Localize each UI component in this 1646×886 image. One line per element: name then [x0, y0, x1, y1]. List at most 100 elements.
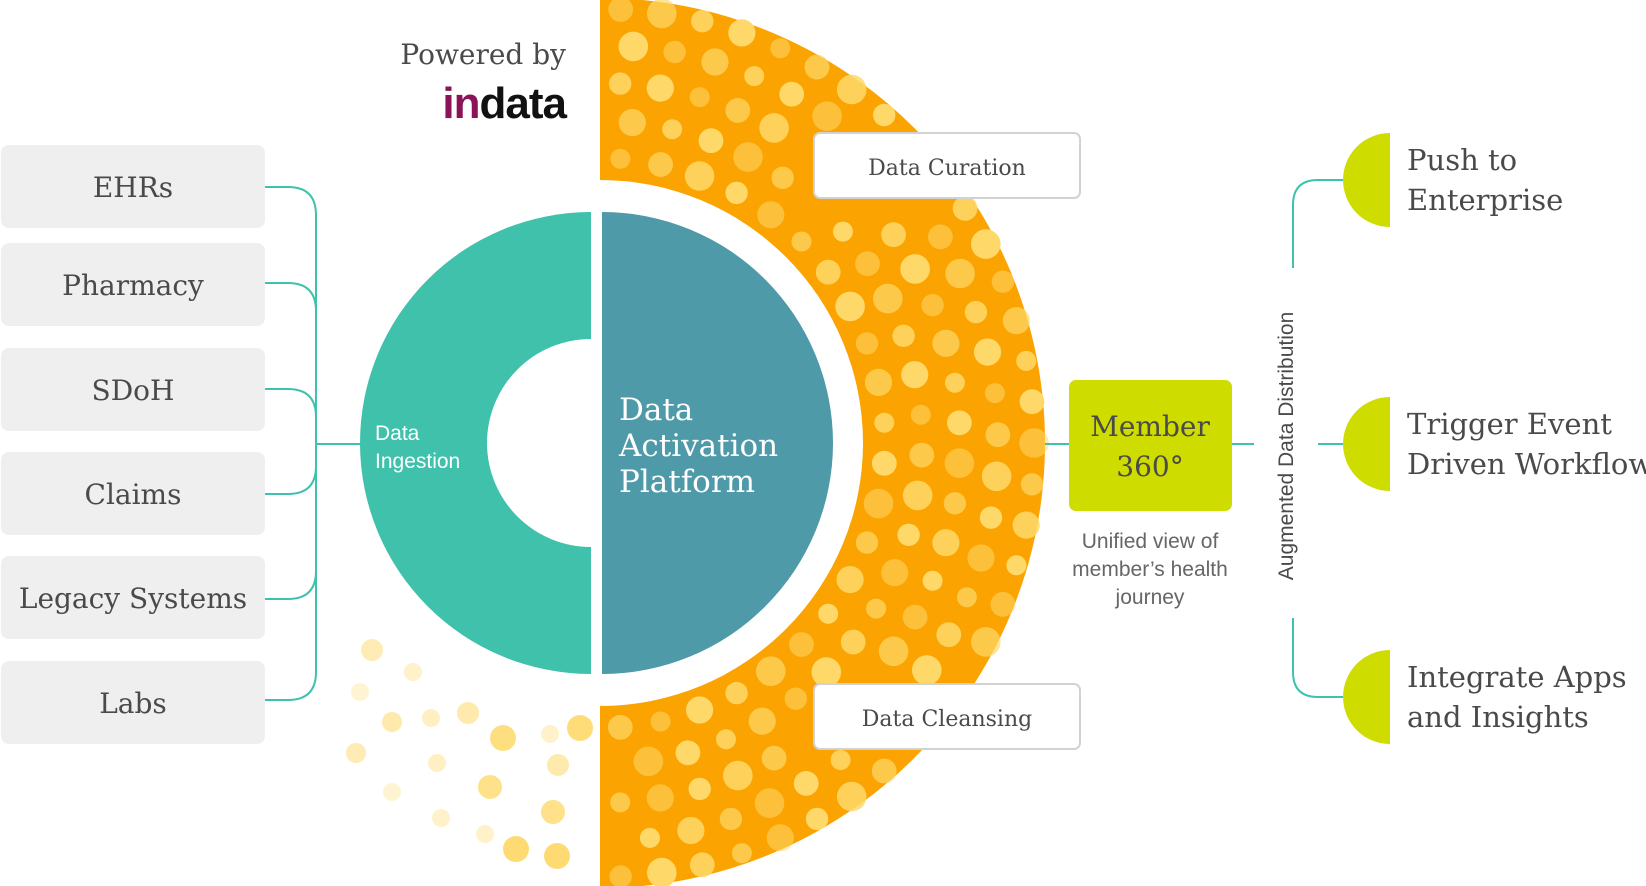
source-label: Claims [85, 478, 182, 511]
ring-dot [811, 657, 842, 687]
ring-dot [878, 636, 909, 667]
ring-dot [874, 412, 895, 433]
ring-dot [944, 372, 965, 393]
member-caption-line3: journey [1115, 586, 1185, 609]
ring-dot [984, 383, 1005, 404]
source-item: Pharmacy [1, 243, 265, 326]
data-ingestion-ring [360, 212, 591, 674]
ring-dot [675, 740, 701, 766]
output-label: Push to [1407, 143, 1517, 177]
ring-dot [725, 681, 748, 705]
distribution-connectors [1292, 179, 1343, 698]
ring-dot [770, 38, 791, 59]
ring-dot [991, 270, 1015, 293]
scatter-dot [544, 843, 570, 869]
source-item: SDoH [1, 348, 265, 431]
ring-dot [922, 570, 943, 591]
output-label: Enterprise [1407, 183, 1563, 217]
scatter-dot [478, 775, 502, 799]
powered-by-logo: Powered by indata [400, 38, 568, 128]
ring-dot [944, 448, 975, 479]
scatter-dot [351, 683, 369, 701]
ring-dot [607, 714, 633, 740]
ring-dot [689, 87, 710, 108]
scatter-dot [404, 663, 422, 681]
ring-dot [723, 760, 753, 791]
ring-dot [805, 807, 829, 831]
ring-dot [663, 40, 686, 64]
scatter-dot [457, 702, 479, 724]
scatter-dot [541, 725, 559, 743]
ring-dot [698, 128, 724, 154]
ring-dot [836, 566, 864, 594]
ring-dot [979, 506, 1003, 529]
ring-dot [964, 300, 988, 324]
ring-dot [971, 229, 1001, 259]
ring-dot [748, 707, 776, 735]
ring-dot [830, 750, 851, 770]
ring-dot [932, 329, 960, 357]
ring-dot [952, 196, 978, 221]
ring-dot [761, 745, 787, 771]
ring-dot [909, 442, 935, 468]
source-box [1, 145, 265, 228]
ingestion-label: Data [375, 422, 420, 445]
ring-dot [791, 231, 812, 252]
ring-dot [1012, 511, 1040, 539]
ring-dot [932, 529, 960, 557]
ring-dot [1019, 389, 1045, 415]
ring-dot [1016, 350, 1037, 371]
ring-dot [912, 655, 942, 685]
ring-dot [863, 488, 894, 519]
scatter-dot [503, 836, 529, 862]
source-connectors [265, 186, 361, 701]
member-label-line2: 360° [1116, 450, 1183, 483]
data-cleansing-label: Data Cleansing [862, 707, 1032, 732]
ring-dot [647, 857, 677, 886]
ring-dot [1020, 473, 1044, 496]
ring-dot [971, 627, 1001, 657]
ring-dot [947, 410, 972, 436]
ring-dot [731, 843, 752, 864]
ring-dot [733, 142, 763, 172]
ring-dot [981, 461, 1012, 492]
ring-dots [607, 0, 1049, 886]
ring-dot [871, 450, 897, 476]
output-half-circle [1343, 133, 1390, 227]
distribution-label: Augmented Data Distribution [1275, 312, 1298, 580]
member-label-line1: Member [1090, 410, 1210, 443]
ring-dot [990, 591, 1016, 617]
output-half-circle [1343, 397, 1390, 491]
scatter-dot [541, 800, 565, 824]
ring-dot [943, 492, 967, 515]
ring-dot [892, 324, 915, 347]
ring-dot [759, 113, 789, 143]
source-item: Labs [1, 661, 265, 744]
output-item: Push to Enterprise [1343, 133, 1563, 227]
ring-dot [815, 259, 841, 285]
member-360-box: Member 360° [1069, 380, 1232, 511]
member-caption-line1: Unified view of [1082, 530, 1219, 553]
ring-dot [881, 222, 906, 248]
scatter-dot [567, 715, 593, 741]
ring-dot [766, 824, 794, 852]
ring-dot [648, 152, 673, 177]
powered-by-text: Powered by [400, 38, 566, 71]
output-half-circle [1343, 650, 1390, 744]
ring-dot [967, 544, 995, 572]
ring-dot [779, 81, 805, 107]
ring-dot [608, 0, 634, 22]
ring-dot [662, 119, 683, 140]
ring-dot [784, 687, 807, 710]
data-activation-platform [602, 212, 833, 674]
ring-dot [688, 777, 711, 801]
ring-dot [725, 181, 748, 205]
ring-dot [609, 72, 632, 95]
platform-label-line2: Activation [618, 428, 778, 464]
scatter-dot [383, 783, 401, 801]
ring-dot [793, 771, 819, 796]
ring-dot [684, 161, 715, 191]
